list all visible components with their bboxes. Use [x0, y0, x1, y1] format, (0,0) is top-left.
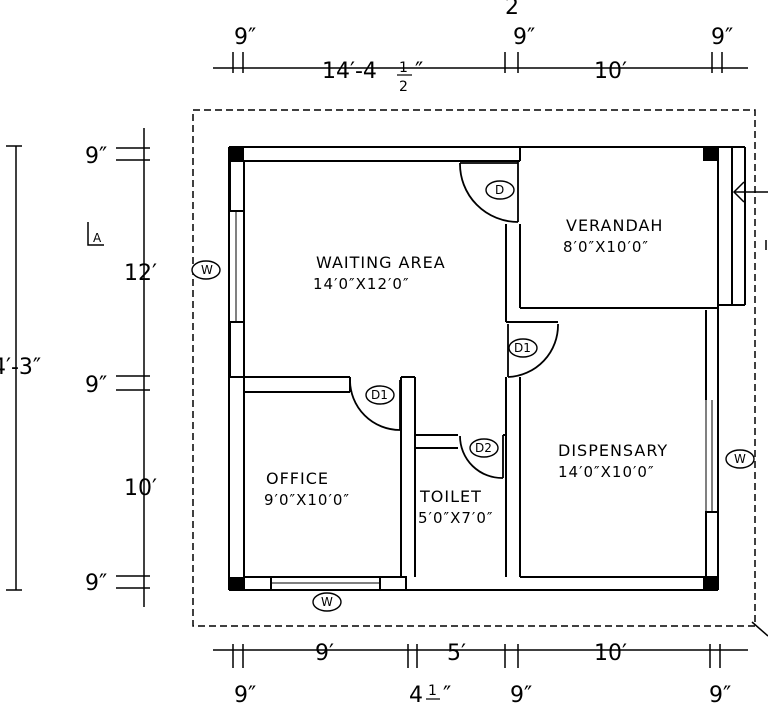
left-span-1-dimension: 12′	[124, 261, 157, 286]
tag-window-left-text: W	[201, 263, 213, 277]
room-dispensary-size: 14′0″X10′0″	[558, 463, 655, 481]
tag-door-waiting: D1	[508, 338, 538, 358]
bottom-span-3-dimension: 10′	[594, 641, 627, 666]
door-waiting-dispensary	[507, 323, 559, 378]
room-office-size: 9′0″X10′0″	[264, 491, 350, 509]
outer-walls	[228, 146, 746, 591]
tag-door-main: D	[485, 180, 515, 200]
top-span-b-dimension: 10′	[594, 59, 627, 84]
left-wall-3-dimension: 9″	[85, 571, 107, 596]
tag-window-left: W	[191, 260, 221, 280]
left-wall-2-dimension: 9″	[85, 373, 107, 398]
corner-columns	[229, 147, 718, 590]
top-wall-b-dimension: 9″	[513, 25, 535, 50]
left-overall-dimension: 4′-3″	[0, 355, 41, 380]
room-waiting-area-name: WAITING AREA	[316, 253, 446, 272]
top-dimension-line	[213, 52, 748, 73]
room-dispensary-name: DISPENSARY	[558, 441, 668, 460]
room-toilet-size: 5′0″X7′0″	[418, 509, 493, 527]
plinth-boundary	[192, 109, 756, 627]
room-verandah-name: VERANDAH	[566, 216, 663, 235]
bottom-wall-3-dimension: 9″	[510, 683, 532, 707]
room-waiting-area-size: 14′0″X12′0″	[313, 275, 410, 293]
room-office-name: OFFICE	[266, 469, 329, 488]
tag-door-office: D1	[365, 385, 395, 405]
tag-window-bottom-text: W	[321, 595, 333, 609]
tag-door-waiting-text: D1	[514, 341, 531, 355]
bottom-wall-4-dimension: 9″	[709, 683, 731, 707]
top-span-a-fraction-den: 2	[399, 79, 408, 95]
bottom-wall-2-fraction: 1	[428, 683, 437, 699]
tag-door-toilet-text: D2	[475, 441, 492, 455]
bottom-wall-2-dimension: 4	[409, 683, 423, 707]
left-span-2-dimension: 10′	[124, 476, 157, 501]
left-wall-1-dimension: 9″	[85, 144, 107, 169]
top-wall-a-dimension: 9″	[234, 25, 256, 50]
top-overall-dimension: 2	[505, 0, 519, 20]
tag-window-bottom: W	[312, 592, 342, 612]
room-verandah-size: 8′0″X10′0″	[563, 238, 649, 256]
tag-window-right-text: W	[734, 452, 746, 466]
bottom-dimension-line	[213, 644, 748, 668]
right-entry-arrow	[732, 181, 768, 637]
top-span-a-fraction-num: 1	[399, 60, 408, 76]
section-mark-label: A	[93, 231, 102, 245]
door-main	[459, 161, 519, 223]
door-office	[349, 377, 401, 431]
tag-door-toilet: D2	[469, 438, 499, 458]
room-toilet-name: TOILET	[419, 487, 482, 506]
door-toilet	[459, 435, 504, 479]
top-wall-c-dimension: 9″	[711, 25, 733, 50]
tag-door-main-text: D	[495, 183, 504, 197]
left-dimension-lines	[6, 128, 150, 607]
bottom-span-1-dimension: 9′	[315, 641, 334, 666]
top-span-a-dimension: 14′-4	[322, 59, 377, 84]
tag-door-office-text: D1	[371, 388, 388, 402]
top-span-a-inch-mark: ″	[415, 59, 423, 84]
tag-window-right: W	[725, 449, 755, 469]
internal-walls	[244, 147, 718, 577]
bottom-wall-1-dimension: 9″	[234, 683, 256, 707]
bottom-wall-2-inch-mark: ″	[443, 683, 451, 707]
bottom-span-2-dimension: 5′	[447, 641, 466, 666]
